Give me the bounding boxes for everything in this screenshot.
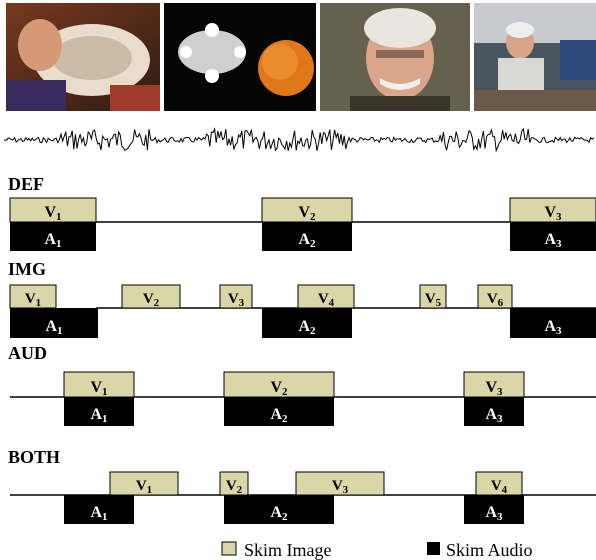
aud-audio-2-label: A2 [270,406,288,425]
img-audio-2-label: A2 [298,318,316,337]
both-audio-3-label: A3 [485,504,503,523]
def-image-3 [509,197,596,223]
legend: Skim Image Skim Audio [221,540,533,560]
frame-spacecraft [164,3,316,111]
aud-image-1-label: V1 [90,379,107,398]
skim-image-swatch [221,541,237,556]
aud-image-3-label: V3 [485,379,503,398]
aud-audio-3 [464,397,524,426]
both-image-1-label: V1 [136,478,152,496]
img-image-1-label: V1 [25,291,41,309]
img-image-5-label: V5 [425,291,442,309]
def-image-1-label: V1 [44,204,61,223]
img-audio-1 [10,308,98,338]
both-audio-3 [464,495,524,524]
aud-image-2-label: V2 [270,379,288,398]
both-image-3-label: V3 [332,478,349,496]
img-audio-3 [510,308,596,338]
img-image-2 [121,284,181,309]
section-label-img: IMG [8,259,46,279]
img-image-3 [219,284,253,309]
skim-audio-swatch [427,542,440,555]
section-label-def: DEF [8,174,44,194]
img-image-6 [477,284,513,309]
section-label-aud: AUD [8,343,47,363]
aud-audio-2 [224,397,334,426]
def-audio-1 [10,222,96,251]
aud-audio-1 [64,397,134,426]
both-audio-1 [64,495,134,524]
img-audio-1-label: A1 [45,318,62,337]
section-label-both: BOTH [8,447,60,467]
frame-astronaut [6,3,160,111]
def-audio-3-label: A3 [544,231,562,250]
both-image-2-label: V2 [226,478,243,496]
both-audio-2 [224,495,334,524]
def-audio-1-label: A1 [44,231,61,250]
aud-audio-1-label: A1 [90,406,107,425]
def-image-2-label: V2 [298,204,316,223]
aud-image-1 [63,371,135,398]
img-image-2-label: V2 [143,291,160,309]
def-audio-2 [262,222,352,251]
frame-man-glasses [320,3,470,111]
img-audio-2 [262,308,352,338]
img-image-4-label: V4 [318,291,335,309]
def-image-3-label: V3 [544,204,562,223]
def-audio-3 [510,222,596,251]
both-audio-1-label: A1 [90,504,107,523]
img-image-6-label: V6 [487,291,504,309]
img-image-5 [419,284,447,309]
img-audio-3-label: A3 [544,318,562,337]
skim-audio-label: Skim Audio [446,540,533,560]
filmstrip [6,3,596,111]
both-image-4-label: V4 [491,478,508,496]
aud-image-2 [223,371,335,398]
aud-audio-3-label: A3 [485,406,503,425]
skim-image-label: Skim Image [244,540,332,560]
def-audio-2-label: A2 [298,231,316,250]
aud-image-3 [463,371,525,398]
img-image-3-label: V3 [228,291,245,309]
both-image-3 [295,471,385,496]
both-image-1 [109,471,179,496]
both-audio-2-label: A2 [270,504,288,523]
audio-waveform [3,127,595,153]
def-image-1 [9,197,97,223]
frame-man-office [474,3,596,111]
